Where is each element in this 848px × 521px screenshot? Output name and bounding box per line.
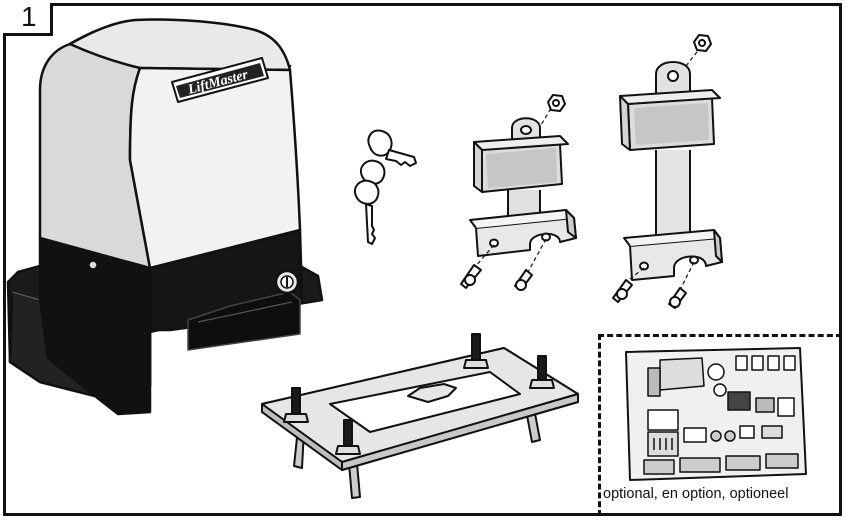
short-mounting-bracket <box>460 94 577 291</box>
control-board <box>625 347 807 481</box>
base-plate <box>261 333 579 499</box>
gate-operator-unit <box>6 18 324 416</box>
step-number-box: 1 <box>3 1 53 36</box>
optional-caption: optional, en option, optioneel <box>603 486 789 502</box>
optional-parts-box <box>598 334 842 516</box>
figure-frame <box>3 3 842 516</box>
step-number: 1 <box>21 1 37 32</box>
tall-mounting-bracket <box>612 34 723 309</box>
release-keys <box>354 129 417 245</box>
